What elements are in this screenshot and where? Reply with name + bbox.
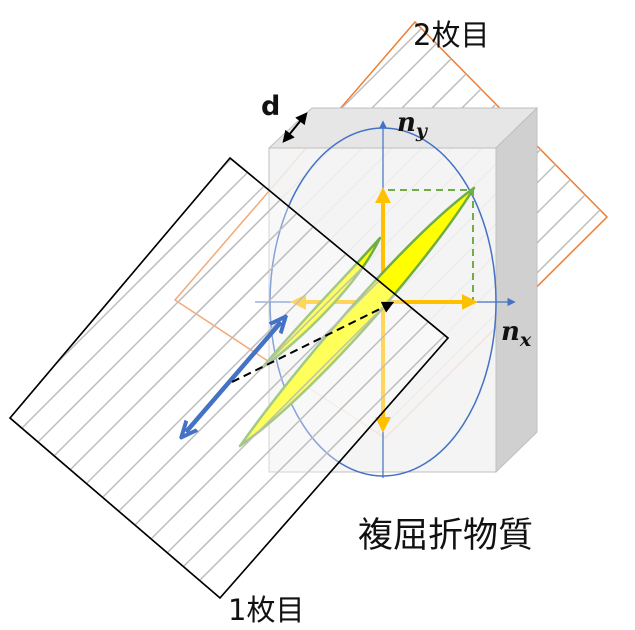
label-birefringent-material: 複屈折物質	[358, 516, 533, 556]
light-path-dashed-arrow	[231, 301, 395, 383]
leaf-lower	[260, 236, 382, 370]
block-side-face	[495, 106, 538, 474]
label-sheet-1: 1枚目	[228, 593, 304, 627]
label-sheet-2: 2枚目	[413, 18, 489, 52]
polarization-leaves	[238, 186, 476, 448]
thickness-arrow	[282, 112, 308, 143]
label-nx: nx	[501, 317, 532, 351]
leaf-upper	[238, 186, 476, 448]
transmission-axis-arrow	[186, 322, 281, 432]
label-ny: ny	[397, 108, 429, 142]
label-thickness-d: d	[261, 91, 280, 122]
